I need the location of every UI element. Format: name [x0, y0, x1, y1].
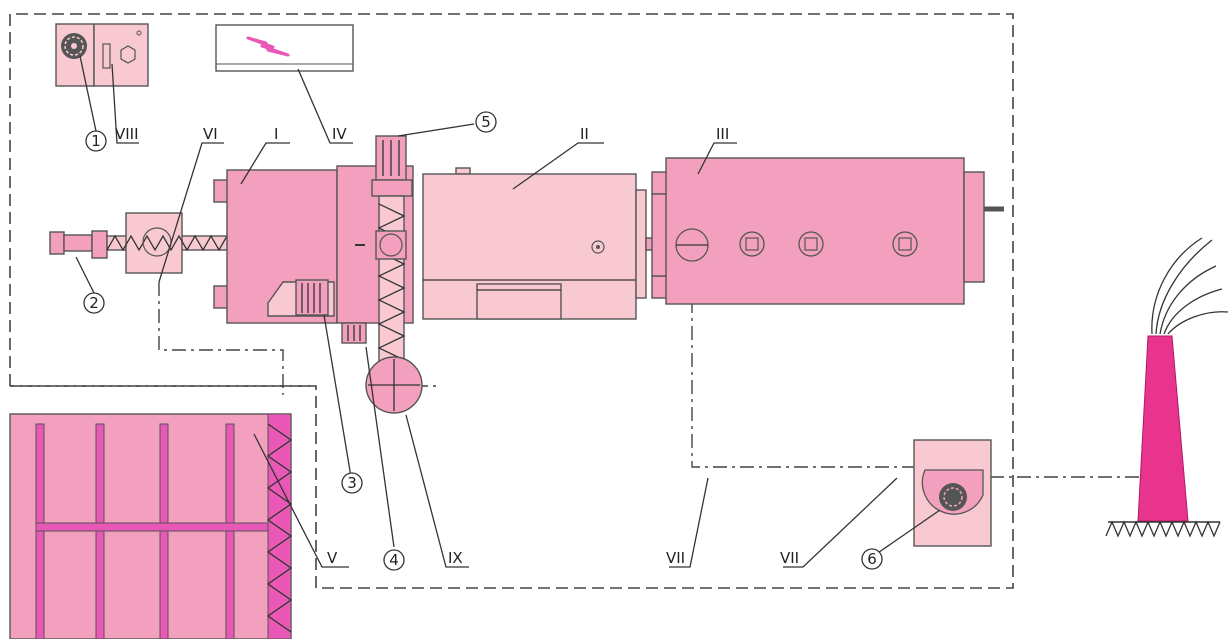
lightning-icon — [246, 36, 290, 57]
label-5: 5 — [481, 113, 491, 131]
burner-port — [739, 231, 765, 257]
label-iv: IV — [332, 125, 347, 143]
label-4: 4 — [389, 551, 399, 569]
label-vii-b: VII — [780, 549, 799, 567]
label-vii-a: VII — [666, 549, 685, 567]
label-ix: IX — [448, 549, 463, 567]
power-supply-box — [215, 24, 354, 72]
exhaust-fan-unit — [913, 439, 992, 547]
fan-icon — [939, 483, 967, 511]
label-i: I — [274, 125, 278, 143]
label-3: 3 — [347, 474, 357, 492]
label-iii: III — [716, 125, 729, 143]
dryer-II — [422, 167, 647, 320]
number-labels: 1 2 3 4 5 6 — [83, 111, 883, 571]
fan-icon — [61, 33, 87, 59]
plant-boundary — [9, 13, 1014, 589]
label-v: V — [327, 549, 338, 567]
label-ii: II — [580, 125, 589, 143]
chimney-stack — [1105, 237, 1229, 538]
label-vi: VI — [203, 125, 218, 143]
roman-labels: VIII VI I IV II III V IX VII VII — [115, 125, 799, 567]
control-panel — [55, 23, 149, 87]
label-viii: VIII — [115, 125, 139, 143]
burner-port — [798, 231, 824, 257]
label-6: 6 — [867, 550, 877, 568]
kiln-III — [645, 157, 1004, 305]
storage-bin — [9, 413, 293, 639]
leader-lines — [75, 55, 941, 568]
label-1: 1 — [91, 132, 101, 150]
smoke-icon — [1151, 237, 1229, 335]
burner-port — [892, 231, 918, 257]
label-2: 2 — [89, 294, 99, 312]
elevator-conveyor — [341, 135, 423, 414]
ground-hatch-icon — [1105, 520, 1221, 538]
feed-screw-conveyor — [49, 212, 230, 274]
